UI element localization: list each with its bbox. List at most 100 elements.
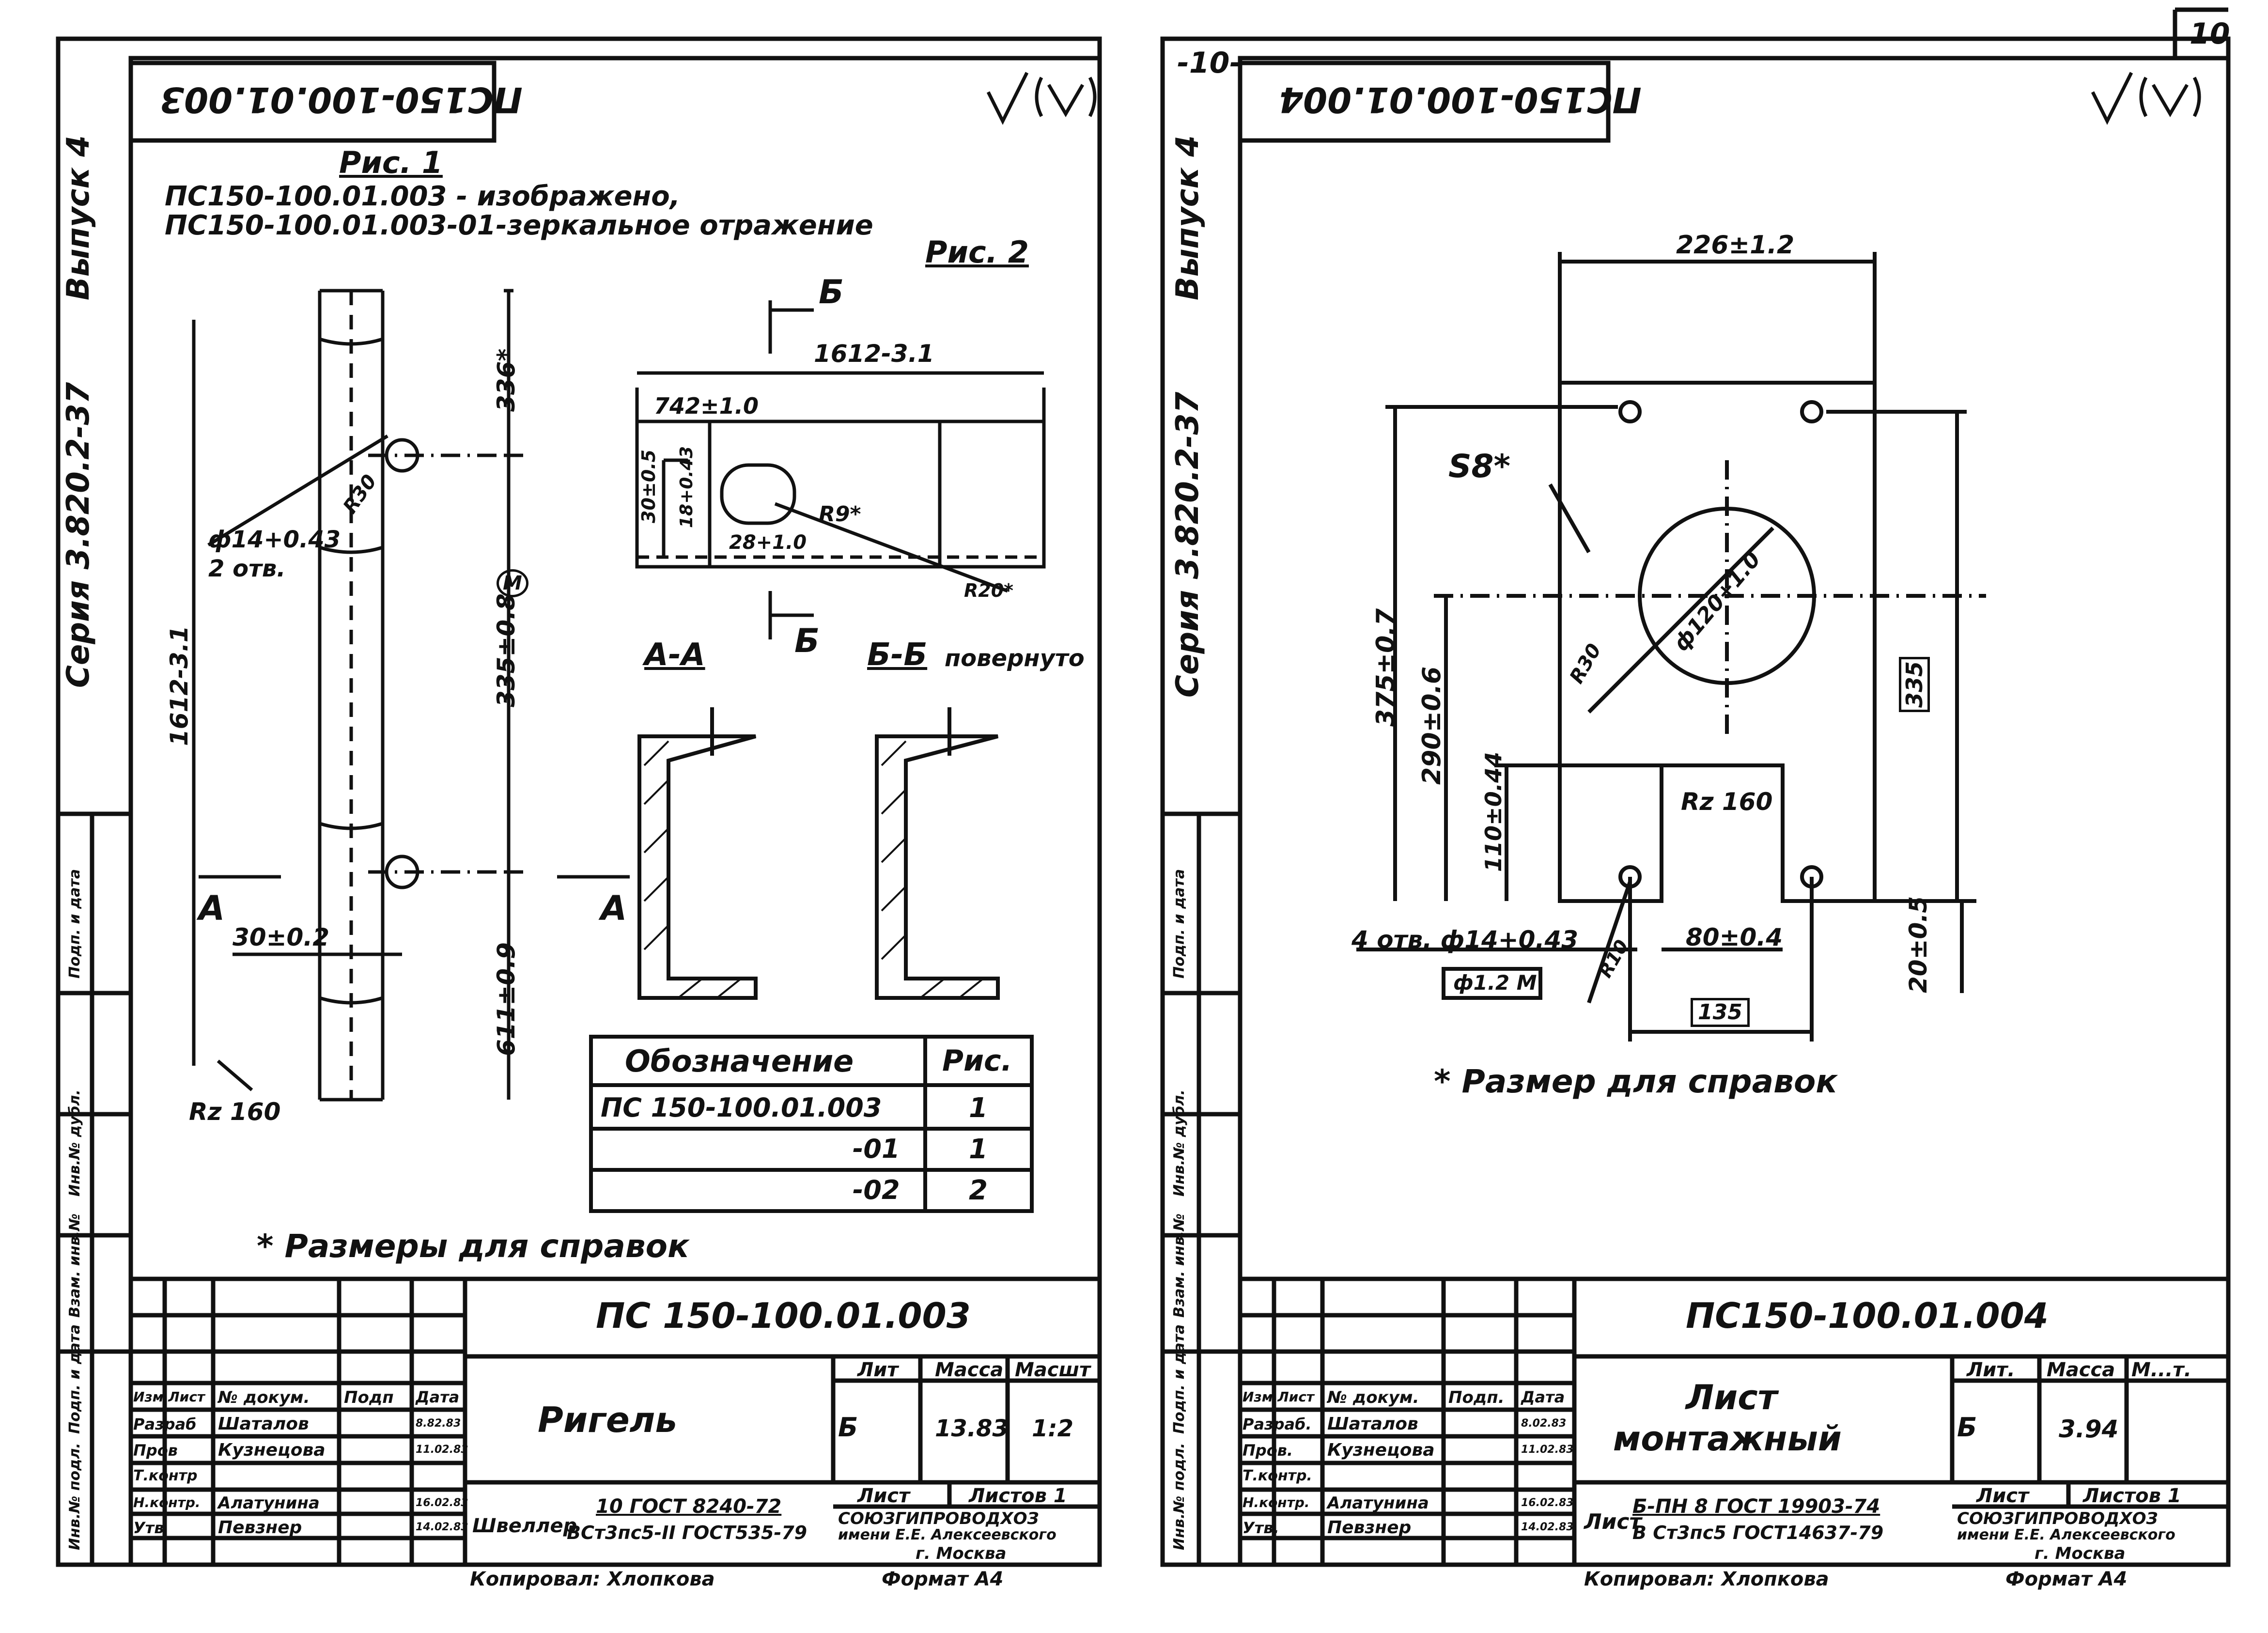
- left-tb-r1-role: Разраб: [133, 1415, 197, 1433]
- left-tb-sheet: Лист: [857, 1485, 910, 1507]
- left-tb-r2-date: 11.02.83: [416, 1444, 468, 1456]
- right-tb-org3: г. Москва: [2035, 1544, 2126, 1563]
- right-tb-r0-sign: Подп.: [1448, 1388, 1505, 1407]
- left-tb-material-label: Швеллер: [472, 1515, 577, 1537]
- right-side-series: Серия 3.820.2-37: [1170, 391, 1206, 698]
- left-side-series: Серия 3.820.2-37: [61, 382, 96, 688]
- right-tb-designation: ПС150-100.01.004: [1686, 1295, 2049, 1336]
- left-side-cell-3: Взам. инв.№: [66, 1213, 83, 1318]
- page-number-dash: -10-: [1177, 46, 1242, 80]
- left-tb-r0-date: Дата: [416, 1388, 460, 1406]
- left-tb-name: Ригель: [538, 1400, 677, 1440]
- right-tb-sheets: Листов 1: [2083, 1485, 2181, 1507]
- left-tb-r5-role: Н.контр.: [133, 1494, 201, 1510]
- right-tb-lit-head: Лит.: [1967, 1359, 2015, 1381]
- dim-135: 135: [1691, 998, 1750, 1027]
- right-tb-lit: Б: [1957, 1412, 1977, 1443]
- left-tb-r5-name: Алатунина: [218, 1493, 320, 1513]
- dim-611: 611±0.9: [492, 942, 520, 1056]
- dim-30: 30±0.2: [233, 923, 330, 951]
- left-tb-format: Формат А4: [882, 1568, 1004, 1590]
- right-tb-mass-head: Масса: [2047, 1359, 2115, 1381]
- left-tb-material1: 10 ГОСТ 8240-72: [596, 1495, 782, 1518]
- right-tb-r5-name: Алатунина: [1327, 1493, 1429, 1513]
- right-tb-material2: В Ст3пс5 ГОСТ14637-79: [1632, 1522, 1884, 1543]
- dim-375: 375±0.7: [1371, 608, 1400, 727]
- right-tb-r6-date: 14.02.83: [1521, 1521, 1574, 1533]
- left-side-cell-4: Инв.№ дубл.: [66, 1089, 83, 1197]
- left-tb-r3-role: Т.контр: [133, 1467, 198, 1484]
- dim-226: 226±1.2: [1676, 231, 1795, 260]
- dim-28: 28+1.0: [729, 531, 807, 554]
- right-tb-r2-name: Кузнецова: [1327, 1440, 1435, 1460]
- dim-len-overall: 1612-3.1: [165, 625, 193, 747]
- dim-290: 290±0.6: [1417, 666, 1446, 785]
- left-tb-r6-role: Утв: [133, 1519, 164, 1537]
- dim-110: 110±0.44: [1480, 751, 1507, 872]
- table-row2-designation: -01: [853, 1134, 900, 1164]
- beam-plan: [635, 300, 1046, 639]
- section-bb-note: повернуто: [945, 645, 1085, 672]
- dim-len-top: 1612-3.1: [814, 340, 934, 368]
- left-note-line1: ПС150-100.01.003 - изображено,: [165, 181, 680, 212]
- left-tb-r1-date: 8.82.83: [416, 1417, 461, 1430]
- right-tb-r0-date: Дата: [1521, 1388, 1565, 1406]
- right-side-cell-5: Подп. и дата: [1171, 869, 1188, 979]
- dim-holes-n: 2 отв.: [208, 555, 286, 582]
- right-tb-org1: СОЮЗГИПРОВОДХОЗ: [1957, 1509, 2158, 1528]
- left-side-issue: Выпуск 4: [61, 135, 96, 300]
- left-tb-org3: г. Москва: [916, 1544, 1007, 1563]
- right-tb-r1-date: 8.02.83: [1521, 1417, 1567, 1430]
- dim-335-right: 335: [1899, 656, 1930, 712]
- mounting-plate: [1356, 252, 1986, 1042]
- left-tb-lit-head: Лит: [857, 1359, 899, 1381]
- table-row3-fig: 2: [969, 1175, 988, 1206]
- left-inner-frame: [128, 56, 1102, 1567]
- left-fig1-title: Рис. 1: [339, 145, 443, 180]
- right-tb-r6-role: Утв.: [1243, 1519, 1279, 1537]
- right-tb-r1-role: Разраб.: [1243, 1415, 1312, 1433]
- left-tb-r2-name: Кузнецова: [218, 1440, 326, 1460]
- left-tb-r1-name: Шаталов: [218, 1414, 309, 1434]
- dim-hole: ф14+0.43: [208, 526, 341, 553]
- table-row1-fig: 1: [969, 1092, 988, 1124]
- right-tb-r1-name: Шаталов: [1327, 1414, 1418, 1434]
- dim-r20: R20*: [964, 580, 1014, 601]
- dim-holes-right: 4 отв. ф14+0.43: [1351, 926, 1579, 954]
- left-tb-r6-name: Певзнер: [218, 1518, 302, 1538]
- left-side-cell-2: Подп. и дата: [66, 1324, 83, 1434]
- left-tb-r0-name: № докум.: [218, 1388, 310, 1407]
- right-tb-r5-date: 16.02.83: [1521, 1497, 1574, 1509]
- designation-table: [589, 1035, 1034, 1213]
- right-tb-sheet: Лист: [1976, 1485, 2029, 1507]
- dim-rz: Rz 160: [189, 1098, 281, 1126]
- section-bb-label: Б-Б: [867, 637, 928, 673]
- right-ref-note: * Размер для справок: [1434, 1063, 1838, 1100]
- left-tb-scale: 1:2: [1032, 1415, 1073, 1442]
- left-tb-org1: СОЮЗГИПРОВОДХОЗ: [838, 1509, 1039, 1528]
- section-b-top: Б: [819, 273, 844, 311]
- table-row2-fig: 1: [969, 1134, 988, 1165]
- left-tb-scale-head: Масшт: [1015, 1359, 1091, 1381]
- right-side-cell-2: Подп. и дата: [1171, 1324, 1188, 1434]
- right-tb-r5-role: Н.контр.: [1243, 1494, 1310, 1510]
- channel-sections: [637, 707, 1000, 1000]
- right-roughness-symbol: [2091, 72, 2201, 125]
- left-tb-material2: ВСт3пс5-II ГОСТ535-79: [567, 1522, 808, 1543]
- left-tb-sheets: Листов 1: [969, 1485, 1067, 1507]
- right-tb-format: Формат А4: [2005, 1568, 2128, 1590]
- beam-elevation: [192, 289, 630, 1102]
- right-tb-name1: Лист: [1686, 1378, 1778, 1417]
- left-side-cell-5: Подп. и дата: [66, 869, 83, 979]
- dim-80: 80±0.4: [1686, 923, 1783, 951]
- dim-m-mark: М: [497, 569, 528, 597]
- section-b-bottom: Б: [794, 622, 820, 660]
- dim-pos-right: ф1.2 М: [1453, 971, 1537, 995]
- table-head-fig: Рис.: [942, 1044, 1012, 1078]
- left-tb-mass-head: Масса: [935, 1359, 1004, 1381]
- right-tb-mass: 3.94: [2059, 1415, 2119, 1443]
- dim-18: 18+0.43: [677, 446, 697, 528]
- right-tb-copied: Копировал: Хлопкова: [1584, 1568, 1829, 1590]
- left-tb-r0-role: Изм Лист: [133, 1389, 205, 1405]
- dim-30-5: 30±0.5: [638, 449, 659, 523]
